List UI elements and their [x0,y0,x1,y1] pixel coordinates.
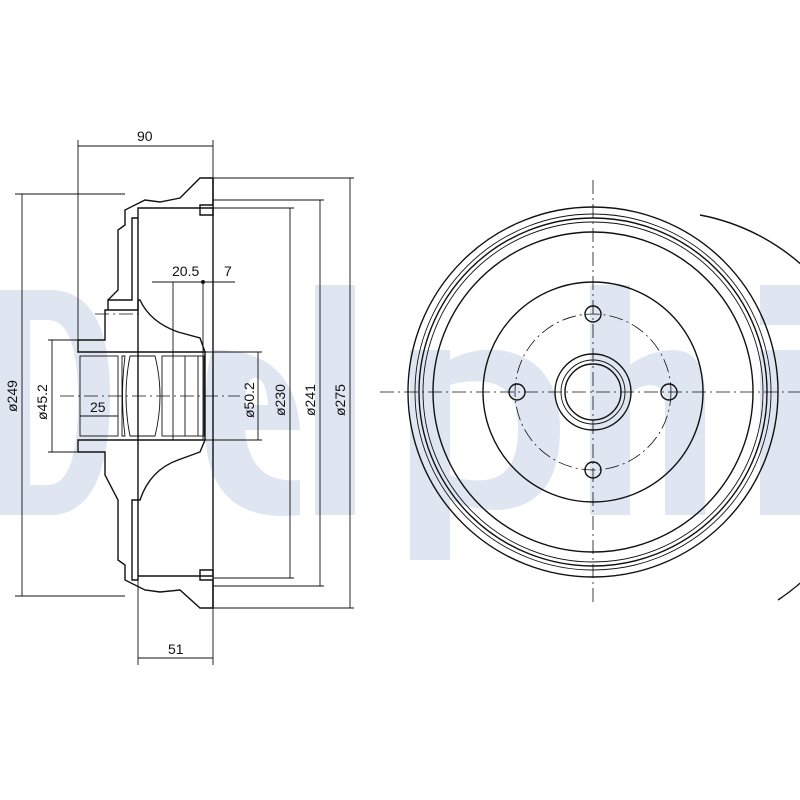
dimension-lines: 90 51 20.5 7 25 ø249 ø45.2 ø50.2 ø230 ø2… [4,128,354,665]
dim-20-5: 20.5 [172,263,199,279]
dim-dia-249: ø249 [4,380,20,412]
watermark-letter-p [410,349,560,560]
bore-bearing-seat [125,355,161,437]
watermark-letter-e [205,350,300,516]
watermark-logo [0,285,800,560]
dim-51: 51 [168,641,184,657]
section-view [60,177,240,609]
watermark-letter-d [0,290,110,515]
dim-dia-50-2: ø50.2 [241,382,257,418]
dim-dia-275: ø275 [332,384,348,416]
dim-dia-230: ø230 [272,384,288,416]
dim-25: 25 [90,399,106,415]
watermark-letter-l [315,285,355,515]
watermark-letter-i-dot [760,285,800,325]
front-view [380,180,800,605]
outer-rim-arc [699,214,800,601]
bore-groove [121,355,126,437]
dim-7: 7 [224,263,232,279]
dim-dia-241: ø241 [302,384,318,416]
dim-dia-45-2: ø45.2 [34,384,50,420]
watermark-letter-h [590,285,705,515]
dim-90: 90 [137,128,153,144]
